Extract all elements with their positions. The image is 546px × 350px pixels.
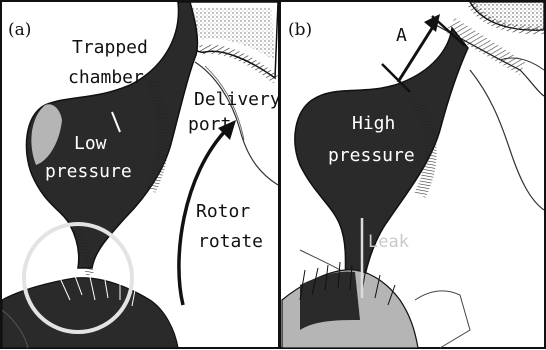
high-pressure-label-line2: pressure <box>328 146 415 166</box>
delivery-port-label-line1: Delivery <box>194 90 281 110</box>
panel-b-lower-rotor <box>282 262 470 348</box>
panel-b-tag: (b) <box>288 20 312 40</box>
delivery-port-label-line2: port <box>188 115 231 135</box>
leak-label: Leak <box>368 232 409 252</box>
high-pressure-label-line1: High <box>352 114 395 134</box>
low-pressure-label-line2: pressure <box>45 162 132 182</box>
a-marker-label: A <box>396 26 407 46</box>
panel-a-lower-rotor <box>2 276 178 348</box>
rotor-rotate-label-line2: rotate <box>198 232 263 252</box>
trapped-label-line1: Trapped <box>72 38 148 58</box>
trapped-label-line2: chamber <box>68 68 144 88</box>
panel-a-tag: (a) <box>8 20 31 40</box>
low-pressure-label-line1: Low <box>74 134 107 154</box>
rotor-rotate-label-line1: Rotor <box>196 202 250 222</box>
